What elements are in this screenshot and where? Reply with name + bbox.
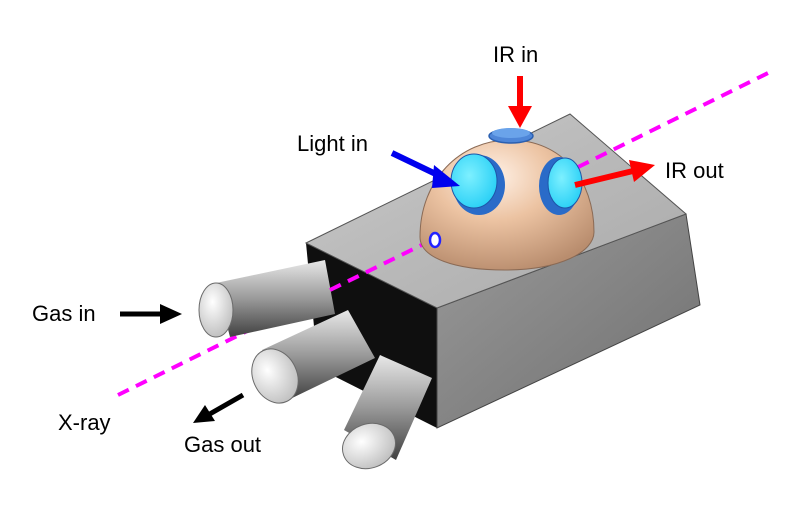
label-gas-out: Gas out [184,432,261,457]
light-in-window [450,153,505,215]
gas-out-arrow [193,392,245,423]
label-xray: X-ray [58,410,111,435]
lower-pipe [342,355,432,470]
ir-in-window [488,128,534,144]
label-ir-in: IR in [493,42,538,67]
label-gas-in: Gas in [32,301,96,326]
gas-out-pipe [251,310,375,404]
label-light-in: Light in [297,131,368,156]
gas-in-pipe [198,260,335,338]
xray-entry-window [428,231,442,249]
light-in-arrow [390,150,460,188]
ir-out-arrow [574,160,655,188]
gas-in-arrow [120,304,182,324]
label-ir-out: IR out [665,158,724,183]
ir-in-arrow [508,76,532,128]
ir-out-window [539,157,583,215]
